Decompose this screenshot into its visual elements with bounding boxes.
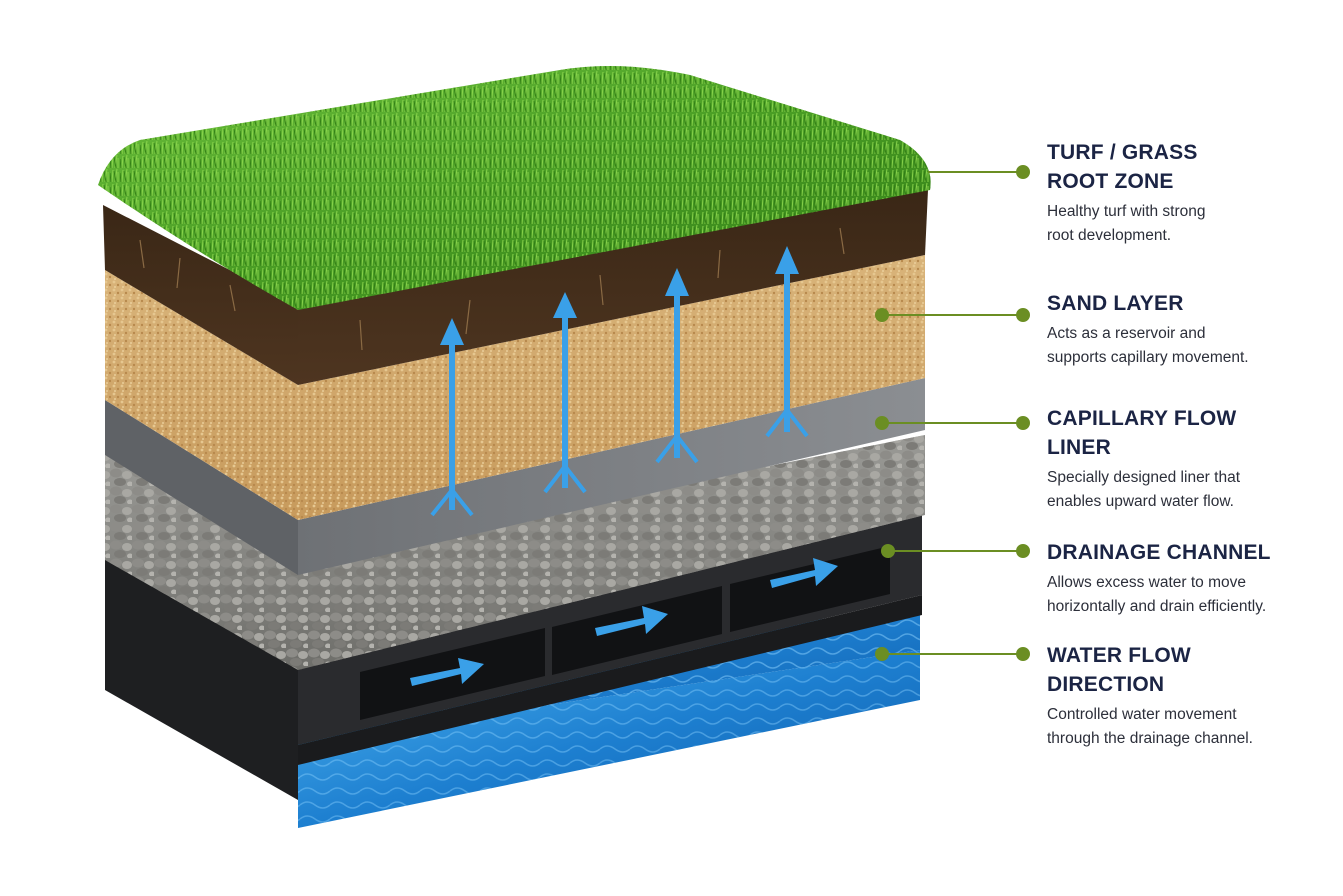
label-description: Allows excess water to move horizontally… [1047, 574, 1267, 615]
right-arrow-2 [595, 606, 668, 636]
up-arrow-3 [655, 268, 699, 464]
label-description: Healthy turf with strong root developmen… [1047, 203, 1206, 244]
label-turf-grass: TURF / GRASS ROOT ZONE Healthy turf with… [1047, 138, 1337, 248]
label-description: Controlled water movement through the dr… [1047, 706, 1253, 747]
drainage-horizontal-arrows [410, 558, 838, 686]
label-title: DRAINAGE CHANNEL [1047, 541, 1271, 564]
capillary-upward-arrows [430, 246, 809, 517]
label-title: CAPILLARY FLOW LINER [1047, 407, 1237, 459]
label-sand-layer: SAND LAYER Acts as a reservoir and suppo… [1047, 289, 1337, 370]
label-description: Specially designed liner that enables up… [1047, 469, 1241, 510]
right-arrow-3 [770, 558, 838, 588]
up-arrow-1 [430, 318, 474, 517]
capillary-liner-layer [105, 378, 925, 575]
up-arrow-4 [765, 246, 809, 438]
label-capillary-liner: CAPILLARY FLOW LINER Specially designed … [1047, 404, 1337, 514]
leader-lines [875, 165, 1030, 661]
right-arrow-1 [410, 658, 484, 686]
label-description: Acts as a reservoir and supports capilla… [1047, 325, 1249, 366]
label-title: TURF / GRASS ROOT ZONE [1047, 141, 1198, 193]
label-water-flow: WATER FLOW DIRECTION Controlled water mo… [1047, 641, 1337, 751]
label-drainage-channel: DRAINAGE CHANNEL Allows excess water to … [1047, 538, 1337, 619]
label-title: SAND LAYER [1047, 292, 1184, 315]
label-title: WATER FLOW DIRECTION [1047, 644, 1191, 696]
up-arrow-2 [543, 292, 587, 494]
turf-grass-layer [98, 66, 931, 310]
gravel-layer [105, 435, 925, 670]
